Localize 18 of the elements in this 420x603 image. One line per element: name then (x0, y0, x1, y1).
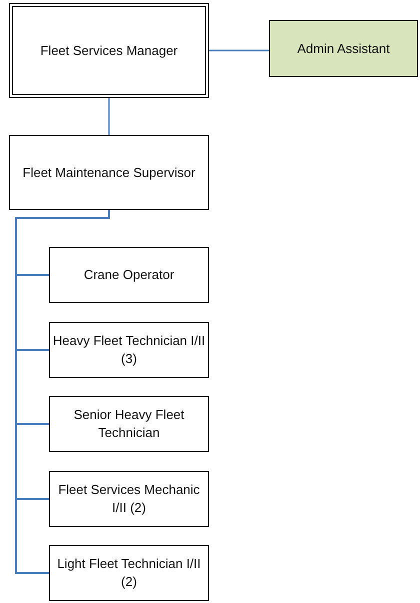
role-title: Fleet Maintenance Supervisor (22, 164, 196, 182)
role-box (49, 396, 209, 452)
role-box (49, 247, 209, 303)
role-title: Heavy Fleet Technician I/II (3) (52, 332, 206, 368)
role-title: Crane Operator (84, 266, 174, 284)
role-title: Admin Assistant (297, 40, 390, 58)
role-box (49, 322, 209, 378)
role-title: Light Fleet Technician I/II (2) (56, 555, 202, 591)
role-box (9, 135, 209, 210)
connector-line (209, 50, 269, 52)
role-title: Senior Heavy Fleet Technician (72, 406, 186, 442)
role-title: Fleet Services Manager (40, 42, 178, 60)
connector-line (108, 98, 110, 135)
role-box (9, 3, 209, 98)
assistant-box (269, 20, 418, 77)
role-box (49, 545, 209, 601)
role-box (49, 471, 209, 527)
role-title: Fleet Services Mechanic I/II (2) (57, 481, 201, 517)
